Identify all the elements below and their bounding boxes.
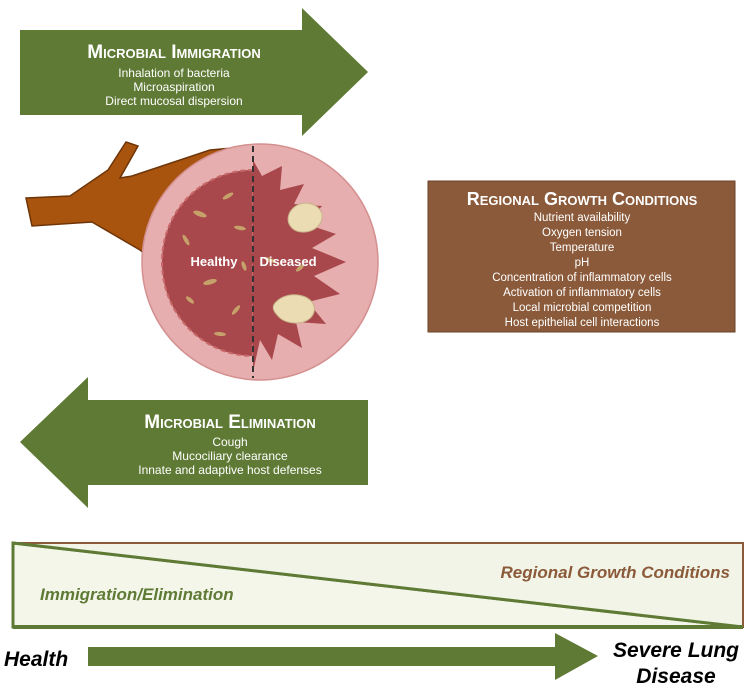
bacteria-clusters xyxy=(272,202,323,324)
growth-line-4: pH xyxy=(575,257,590,269)
growth-line-6: Activation of inflammatory cells xyxy=(503,287,661,299)
immigration-line-3: Direct mucosal dispersion xyxy=(105,94,242,108)
growth-line-1: Nutrient availability xyxy=(534,212,631,224)
growth-line-8: Host epithelial cell interactions xyxy=(505,317,660,329)
growth-line-2: Oxygen tension xyxy=(542,227,622,239)
immigration-line-2: Microaspiration xyxy=(133,80,214,94)
axis-end-label-1: Severe Lung xyxy=(613,639,739,662)
growth-line-7: Local microbial competition xyxy=(513,302,652,314)
healthy-label: Healthy xyxy=(191,254,239,269)
axis-start-label: Health xyxy=(4,648,68,671)
growth-line-5: Concentration of inflammatory cells xyxy=(492,272,672,284)
elimination-line-1: Cough xyxy=(212,435,247,449)
elimination-line-2: Mucociliary clearance xyxy=(172,449,288,463)
health-axis: Health Severe Lung Disease xyxy=(4,633,739,688)
gradient-box: Regional Growth Conditions Immigration/E… xyxy=(11,541,744,629)
alveolus-illustration: Healthy Diseased xyxy=(25,141,379,381)
gradient-immigration-label: Immigration/Elimination xyxy=(40,585,234,604)
immigration-title: Microbial Immigration xyxy=(87,42,260,63)
healthy-half xyxy=(160,168,254,358)
axis-arrow xyxy=(88,633,598,680)
immigration-arrow: Microbial Immigration Inhalation of bact… xyxy=(20,8,368,136)
elimination-title: Microbial Elimination xyxy=(144,412,315,433)
bacteria-specks xyxy=(182,192,305,337)
elimination-line-3: Innate and adaptive host defenses xyxy=(138,463,321,477)
immigration-line-1: Inhalation of bacteria xyxy=(118,66,230,80)
axis-end-label-2: Disease xyxy=(636,665,716,688)
elimination-arrow: Microbial Elimination Cough Mucociliary … xyxy=(20,377,368,508)
growth-title: Regional Growth Conditions xyxy=(467,189,698,209)
diseased-label: Diseased xyxy=(259,254,316,269)
gradient-growth-label: Regional Growth Conditions xyxy=(501,563,730,582)
growth-conditions-box: Regional Growth Conditions Nutrient avai… xyxy=(427,180,736,333)
growth-line-3: Temperature xyxy=(550,242,615,254)
